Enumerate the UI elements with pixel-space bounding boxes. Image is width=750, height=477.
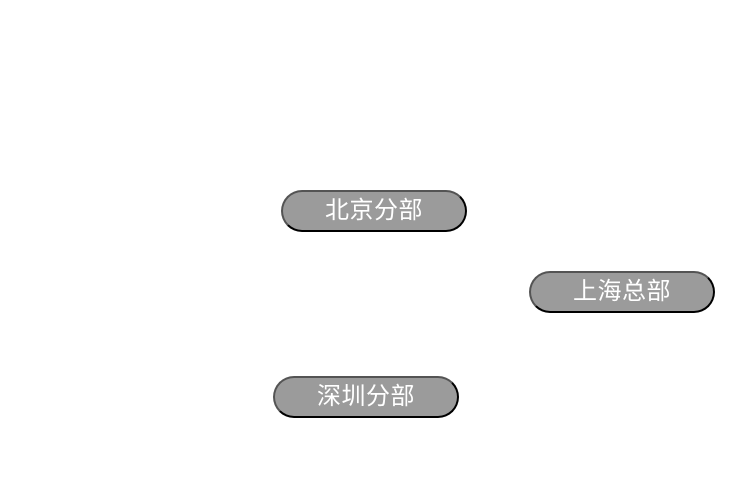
shenzhen-branch-pill[interactable]: 深圳分部	[273, 376, 459, 418]
beijing-branch-pill[interactable]: 北京分部	[281, 190, 467, 232]
shanghai-headquarters-pill[interactable]: 上海总部	[529, 271, 715, 313]
